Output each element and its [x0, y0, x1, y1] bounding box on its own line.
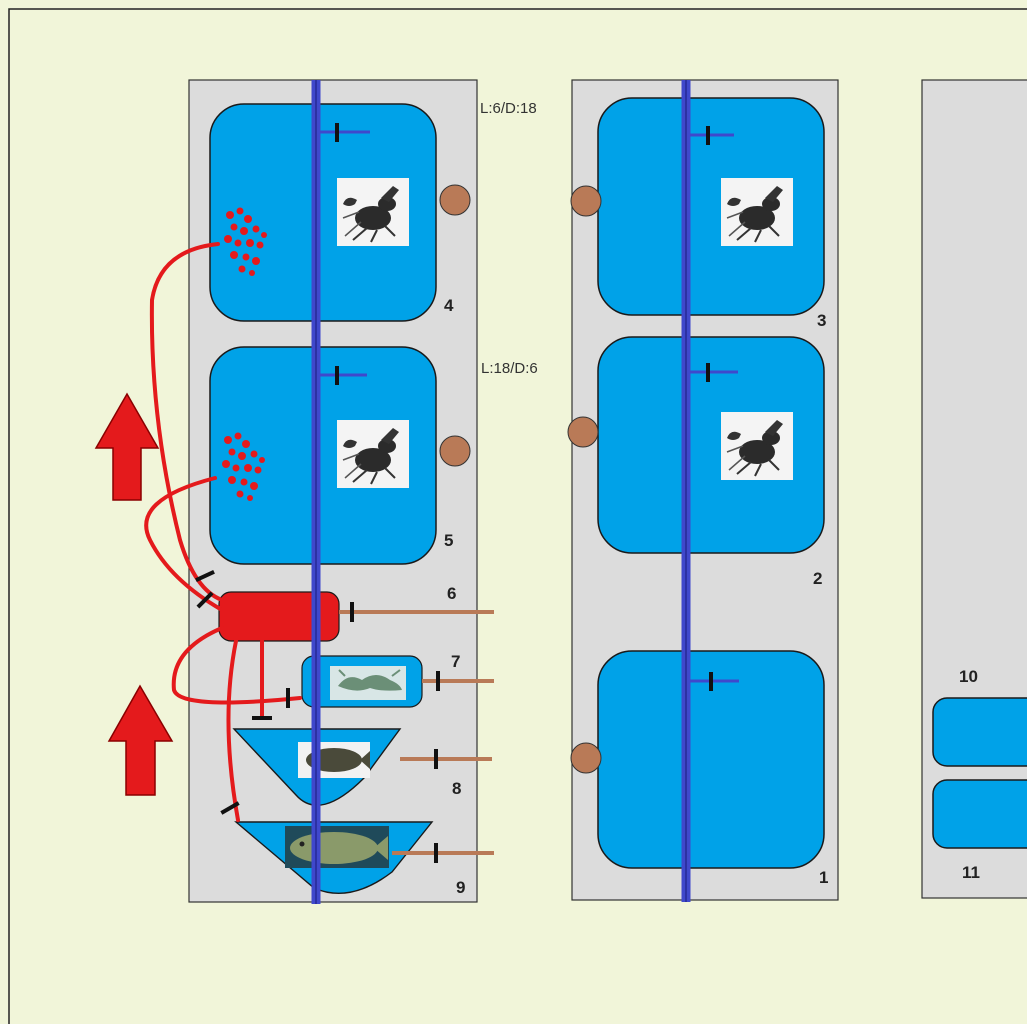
- tank-10: [933, 698, 1027, 766]
- up-arrow-icon: [109, 686, 172, 795]
- outlet-3: [571, 186, 601, 216]
- valve-icon: [335, 123, 339, 142]
- valve-icon: [434, 843, 438, 863]
- tank-label-5: 5: [444, 531, 453, 550]
- valve-icon: [350, 602, 354, 622]
- grouper-photo-icon: [285, 826, 389, 868]
- tank-label-10: 10: [959, 667, 978, 686]
- valve-icon: [286, 688, 290, 708]
- outlet-5: [440, 436, 470, 466]
- lobster-photo-icon: [721, 412, 793, 480]
- outlet-4: [440, 185, 470, 215]
- tank-label-3: 3: [817, 311, 826, 330]
- fish-photo-icon: [298, 742, 370, 778]
- lobster-photo-icon: [337, 178, 409, 246]
- valve-icon: [436, 671, 440, 691]
- tank-label-11: 11: [962, 863, 980, 882]
- tank-6: [219, 592, 339, 641]
- valve-icon: [709, 672, 713, 691]
- up-arrow-icon: [96, 394, 158, 500]
- tank-label-6: 6: [447, 584, 456, 603]
- outer-frame: [9, 9, 1027, 1024]
- outlet-1: [571, 743, 601, 773]
- tank-11: [933, 780, 1027, 848]
- tank-label-2: 2: [813, 569, 822, 588]
- outlet-2: [568, 417, 598, 447]
- lobster-photo-icon: [337, 420, 409, 488]
- lobster-photo-icon: [721, 178, 793, 246]
- tank-label-9: 9: [456, 878, 465, 897]
- lobster-larva-photo-icon: [330, 666, 406, 700]
- photoperiod-label-upper: L:6/D:18: [480, 100, 537, 117]
- tank-label-4: 4: [444, 296, 454, 315]
- valve-icon: [434, 749, 438, 769]
- valve-icon: [706, 363, 710, 382]
- tank-label-1: 1: [819, 868, 828, 887]
- tank-label-8: 8: [452, 779, 461, 798]
- valve-icon: [706, 126, 710, 145]
- valve-icon: [335, 366, 339, 385]
- photoperiod-label-lower: L:18/D:6: [481, 360, 538, 377]
- rack-right: [922, 80, 1027, 898]
- tank-label-7: 7: [451, 652, 460, 671]
- valve-icon: [252, 716, 272, 720]
